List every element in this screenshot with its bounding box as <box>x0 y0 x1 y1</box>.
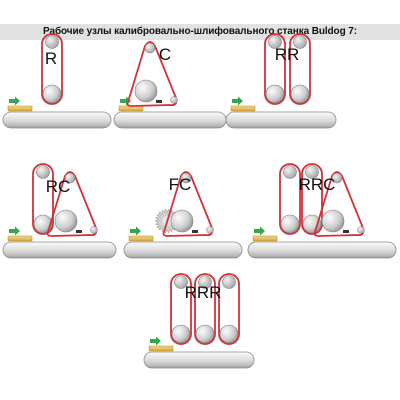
r-head-top-pulley <box>293 35 307 49</box>
c-head-platen <box>343 230 349 233</box>
r-head <box>194 273 216 345</box>
feed-arrow-icon <box>130 226 141 236</box>
r-head <box>41 33 63 105</box>
r-head-contact-drum <box>33 214 53 234</box>
conveyor-belt <box>2 241 117 259</box>
r-head-top-pulley <box>174 275 188 289</box>
r-head-contact-drum <box>290 84 310 104</box>
unit-rc: RC <box>2 163 117 259</box>
unit-c: C <box>113 41 227 129</box>
r-head-contact-drum <box>265 84 285 104</box>
feed-arrow-icon <box>9 96 20 106</box>
r-head-belt <box>194 273 216 345</box>
c-head-top-pulley <box>180 172 192 184</box>
r-head-belt <box>32 163 54 235</box>
c-head-platen <box>192 230 198 233</box>
r-head <box>32 163 54 235</box>
workpiece <box>252 235 278 242</box>
c-head-top-pulley <box>144 42 156 54</box>
unit-rrc: RRC <box>247 163 397 259</box>
feed-arrow-icon <box>254 226 265 236</box>
c-head <box>46 171 98 237</box>
conveyor-belt <box>113 111 227 129</box>
c-head-tension-roller <box>357 226 365 234</box>
c-head-contact-drum <box>54 209 78 233</box>
unit-label: FC <box>169 175 192 194</box>
unit-r: R <box>2 33 112 129</box>
unit-label: C <box>159 45 171 64</box>
conveyor-belt <box>247 241 397 259</box>
feed-arrow-icon <box>150 336 161 346</box>
page-title: Рабочие узлы калибровально-шлифовального… <box>43 26 357 37</box>
workpiece <box>7 105 33 112</box>
r-head-contact-drum <box>195 324 215 344</box>
r-head-contact-drum <box>42 84 62 104</box>
r-head <box>289 33 311 105</box>
r-head-top-pulley <box>45 35 59 49</box>
r-head-belt <box>301 163 323 235</box>
r-head-belt <box>170 273 192 345</box>
conveyor-belt <box>225 111 337 129</box>
r-head-top-pulley <box>305 165 319 179</box>
c-head <box>313 171 365 237</box>
c-head-contact-drum <box>321 209 345 233</box>
r-head-belt <box>264 33 286 105</box>
workpiece <box>7 235 33 242</box>
r-head-contact-drum <box>280 214 300 234</box>
c-head-tension-roller <box>206 226 214 234</box>
feed-arrow-icon <box>232 96 243 106</box>
c-head-platen <box>76 230 82 233</box>
c-head <box>162 171 214 237</box>
unit-label: R <box>45 49 57 68</box>
conveyor-belt <box>123 241 243 259</box>
c-head <box>126 41 178 107</box>
c-head-contact-drum <box>170 209 194 233</box>
r-head-top-pulley <box>222 275 236 289</box>
unit-label: RRC <box>299 175 336 194</box>
c-head-top-pulley <box>64 172 76 184</box>
r-head-belt <box>279 163 301 235</box>
c-head-top-pulley <box>331 172 343 184</box>
c-head-platen <box>156 100 162 103</box>
unit-label: RRR <box>185 283 222 302</box>
workpiece <box>128 235 154 242</box>
c-head-tension-roller <box>170 96 178 104</box>
r-head-belt <box>218 273 240 345</box>
r-head <box>170 273 192 345</box>
r-head-belt <box>41 33 63 105</box>
r-head-top-pulley <box>198 275 212 289</box>
conveyor-belt <box>2 111 112 129</box>
unit-rrr: RRR <box>143 273 255 369</box>
r-head <box>279 163 301 235</box>
r-head <box>264 33 286 105</box>
unit-label: RR <box>275 45 300 64</box>
r-head-top-pulley <box>268 35 282 49</box>
c-head-contact-drum <box>134 79 158 103</box>
r-head-belt <box>289 33 311 105</box>
c-head-tension-roller <box>90 226 98 234</box>
workpiece <box>230 105 256 112</box>
conveyor-belt <box>143 351 255 369</box>
workpiece <box>148 345 174 352</box>
r-head <box>218 273 240 345</box>
feed-arrow-icon <box>9 226 20 236</box>
r-head-contact-drum <box>171 324 191 344</box>
unit-label: RC <box>46 177 71 196</box>
unit-rr: RR <box>225 33 337 129</box>
r-head-contact-drum <box>219 324 239 344</box>
r-head-top-pulley <box>283 165 297 179</box>
r-head-top-pulley <box>36 165 50 179</box>
unit-fc: FC <box>123 171 243 259</box>
